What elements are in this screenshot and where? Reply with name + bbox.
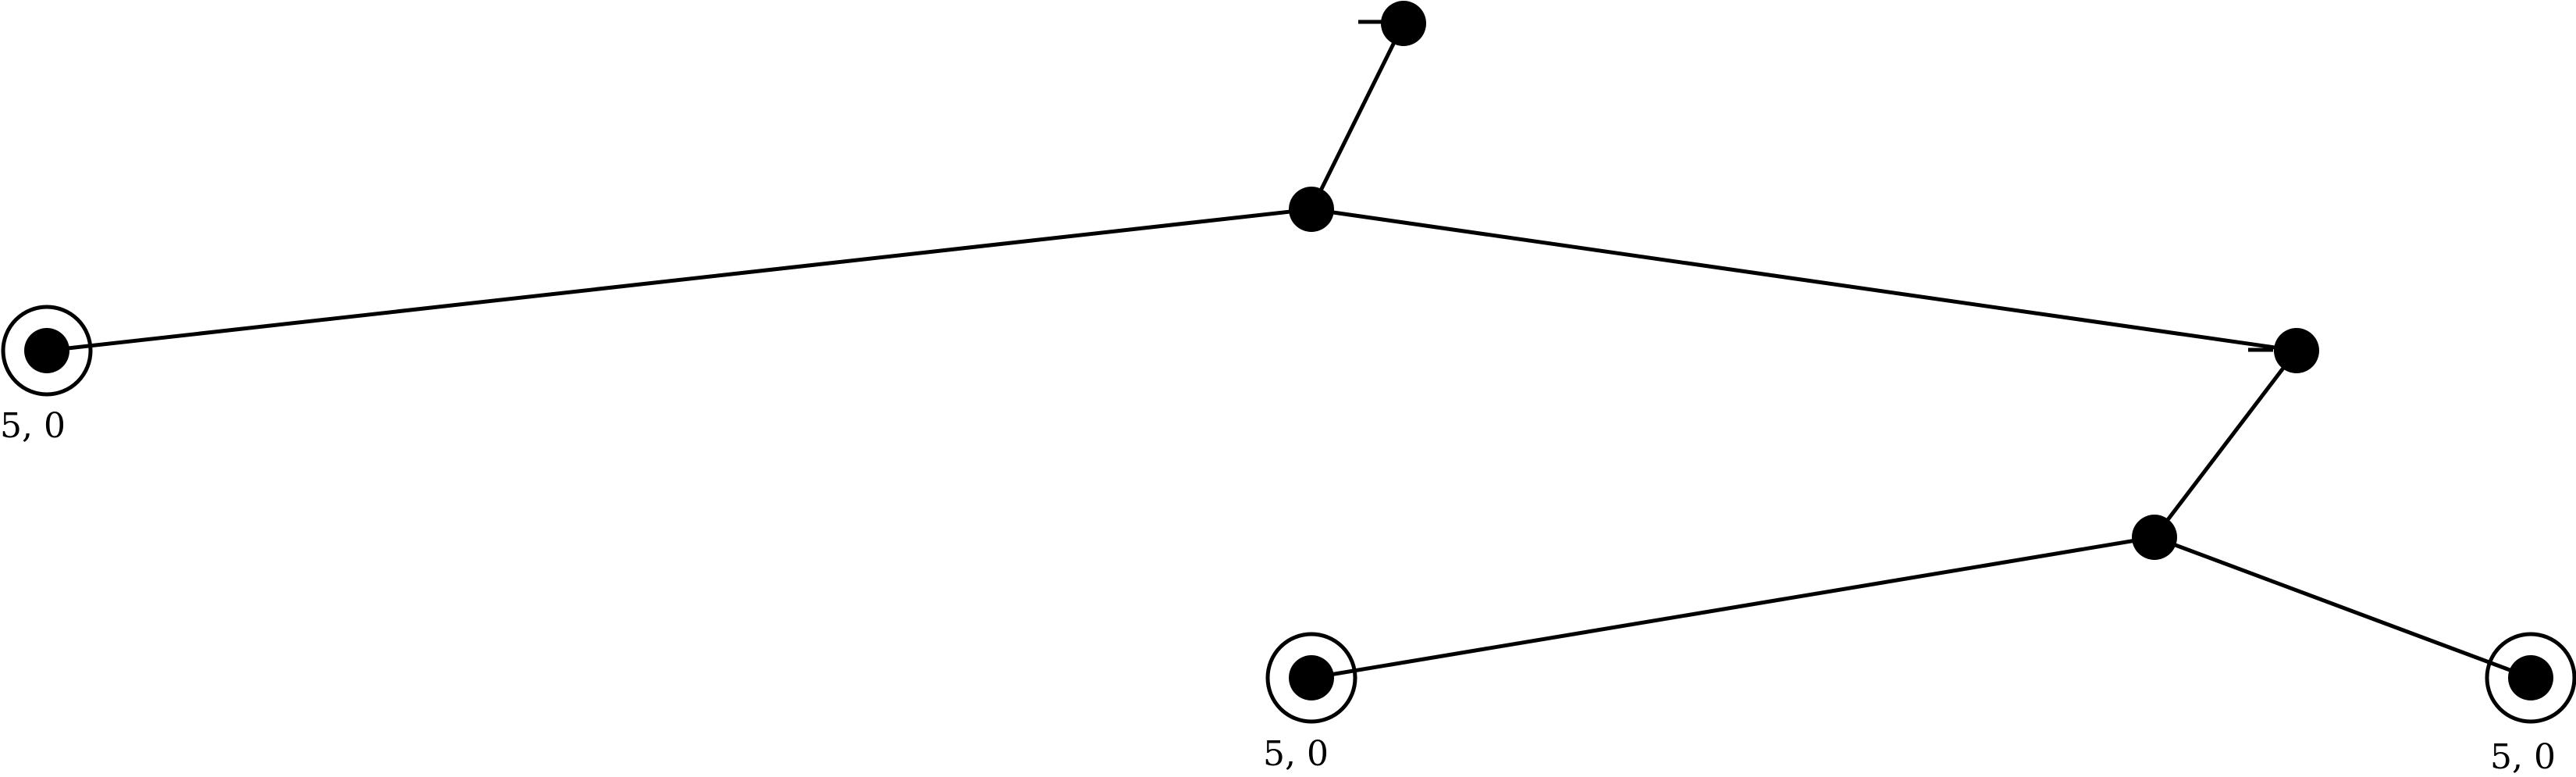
edge-chance-to-left-leaf <box>44 207 1314 353</box>
bottom-left-leaf-ring <box>1265 632 1357 724</box>
edge-root-to-chance <box>1309 21 1406 212</box>
edge-chance-to-right-node <box>1309 207 2299 353</box>
bottom-left-leaf-payoff: 5, 0 <box>1263 734 1329 774</box>
lower-decision-node <box>2132 515 2177 560</box>
right-info-node <box>2274 328 2319 373</box>
left-leaf-ring <box>1 305 93 397</box>
bottom-right-leaf-node <box>2508 655 2553 700</box>
left-leaf-node <box>24 328 69 373</box>
edge-lower-node-to-bottom-left-leaf <box>1309 535 2157 680</box>
bottom-right-leaf-payoff: 5, 0 <box>2490 737 2556 777</box>
edge-lower-node-to-bottom-right-leaf <box>2152 535 2533 680</box>
left-leaf-payoff: 5, 0 <box>0 406 66 446</box>
bottom-left-leaf-node <box>1289 655 1334 700</box>
edge-right-node-to-lower-node <box>2152 348 2299 540</box>
bottom-right-leaf-ring <box>2485 632 2576 724</box>
chance-node <box>1289 187 1334 232</box>
root-node <box>1381 1 1426 46</box>
